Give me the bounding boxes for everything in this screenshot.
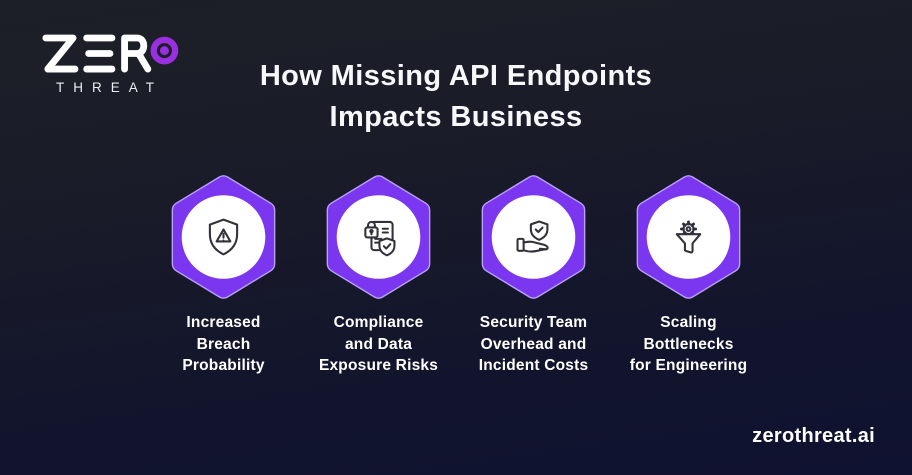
impact-label: Security Team Overhead and Incident Cost… xyxy=(478,314,589,374)
shield-warning-icon xyxy=(208,218,239,256)
hexagon-badge xyxy=(481,175,586,299)
impact-item-breach: Increased Breach Probability xyxy=(146,175,301,377)
impact-label: Scaling Bottlenecks for Engineering xyxy=(629,314,748,374)
impact-items-row: Increased Breach Probability xyxy=(0,175,912,377)
compliance-document-icon xyxy=(364,220,396,257)
funnel-gear-icon xyxy=(675,220,702,254)
hexagon-badge xyxy=(636,175,741,299)
logo-wordmark-icon xyxy=(42,34,179,73)
impact-label: Increased Breach Probability xyxy=(182,314,265,374)
title-line-2: Impacts Business xyxy=(329,101,583,133)
impact-item-compliance: Compliance and Data Exposure Risks xyxy=(301,175,456,377)
page-title: How Missing API Endpoints Impacts Busine… xyxy=(0,56,912,138)
website-text: zerothreat.ai xyxy=(752,425,875,447)
hexagon-badge xyxy=(171,175,276,299)
hand-shield-icon xyxy=(516,220,549,253)
zerothreat-logo: ZERO THREAT xyxy=(41,32,179,95)
logo-subtext: THREAT xyxy=(56,80,163,95)
title-line-1: How Missing API Endpoints xyxy=(259,60,653,92)
impact-item-security-team: Security Team Overhead and Incident Cost… xyxy=(456,175,611,377)
impact-item-scaling: Scaling Bottlenecks for Engineering xyxy=(611,175,766,377)
hexagon-badge xyxy=(326,175,431,299)
impact-label: Compliance and Data Exposure Risks xyxy=(318,314,439,374)
